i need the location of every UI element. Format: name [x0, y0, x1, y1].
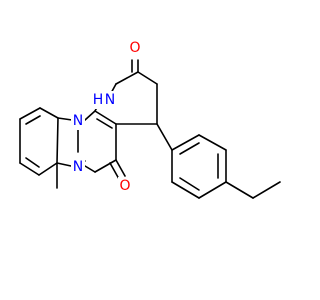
bond [39, 107, 59, 119]
bond [57, 117, 73, 121]
bond [225, 181, 254, 199]
bond [115, 159, 126, 177]
label-bg [128, 38, 142, 56]
bond [25, 115, 41, 125]
bond [198, 181, 227, 199]
bond [171, 181, 200, 199]
bond [109, 162, 120, 180]
bond [179, 177, 200, 191]
bond [19, 107, 41, 120]
oxygen-bottom: O [118, 177, 132, 195]
structure-svg: O H N N N O [19, 38, 281, 199]
bond [84, 110, 96, 121]
bond [171, 134, 200, 151]
bond [137, 71, 158, 85]
label-bg [71, 112, 85, 130]
nitrogen-bottom: N [71, 158, 85, 176]
bond [56, 117, 59, 164]
bond [198, 134, 227, 151]
atom-h: H [93, 92, 104, 108]
nh-group: H N [93, 91, 117, 109]
nitrogen-bridge: N [71, 112, 85, 130]
bond [84, 165, 96, 173]
atom-n-bottom: N [73, 159, 83, 175]
bond [38, 162, 58, 176]
molecule-diagram: O H N N N O [19, 38, 281, 199]
oxygen-top: O [128, 38, 142, 56]
bond [94, 110, 117, 125]
bond [156, 123, 173, 151]
bond [94, 159, 117, 173]
atom-o-top: O [129, 40, 140, 56]
label-bg [93, 91, 117, 109]
bond [96, 118, 113, 129]
bond [179, 142, 200, 155]
atom-n-bridge: N [73, 113, 83, 129]
bond [252, 181, 281, 199]
atom-n-top: N [105, 92, 115, 108]
label-bg [118, 177, 132, 195]
bond [115, 71, 139, 85]
atom-o-bottom: O [119, 178, 130, 194]
bond [25, 157, 40, 168]
atom-labels: O H N N N O [71, 38, 142, 195]
bond [56, 162, 72, 167]
bond [19, 162, 40, 176]
label-bg [71, 158, 85, 176]
bonds [19, 59, 281, 199]
